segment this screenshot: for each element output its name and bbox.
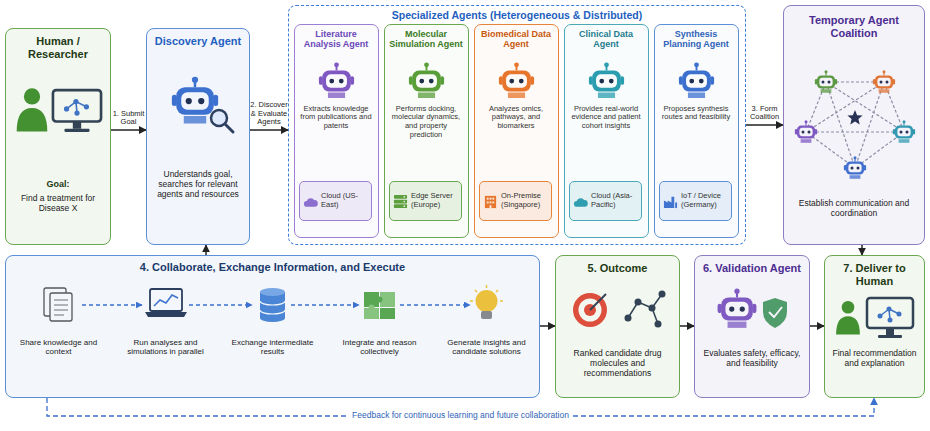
flow-arrow [810, 325, 824, 327]
agent-title: Clinical Data Agent [568, 29, 645, 50]
location-label: Cloud (Asia-Pacific) [591, 192, 638, 210]
agent-card: Molecular Simulation AgentPerforms docki… [384, 24, 469, 238]
flow-arrow [746, 124, 783, 126]
agent-title: Synthesis Planning Agent [658, 29, 735, 50]
goal-text: Find a treatment for Disease X [11, 193, 105, 213]
step-label: Integrate and reason collectively [332, 338, 428, 356]
location-badge: Edge Server (Europe) [389, 181, 462, 221]
step-label: Generate insights and candidate solution… [439, 338, 535, 356]
agent-description: Proposes synthesis routes and feasibilit… [659, 105, 734, 123]
box-description: Ranked candidate drug molecules and reco… [561, 348, 674, 378]
feedback-label: Feedback for continuous learning and fut… [348, 411, 573, 421]
agent-title: Literature Analysis Agent [298, 29, 375, 50]
agent-card: Literature Analysis AgentExtracts knowle… [294, 24, 379, 238]
box-title: Human / Researcher [11, 35, 105, 61]
process-box: 4. Collaborate, Exchange Information, an… [5, 255, 540, 398]
location-label: On-Premise (Singapore) [501, 192, 548, 210]
delivery-box: 7. Deliver to HumanFinal recommendation … [824, 255, 925, 398]
flow-arrow [861, 245, 863, 255]
flow-arrow [250, 129, 288, 131]
actor-box: Human / ResearcherGoal: Find a treatment … [5, 28, 111, 245]
step-label: Exchange intermediate results [225, 338, 321, 356]
coalition-box: Temporary Agent CoalitionEstablish commu… [783, 5, 925, 245]
agent-card: Clinical Data AgentProvides real-world e… [564, 24, 649, 238]
edge-label: 1. Submit Goal [111, 110, 146, 127]
agent-title: Biomedical Data Agent [478, 29, 555, 50]
box-description: Establish communication and coordination [789, 198, 919, 218]
location-badge: IoT / Device (Germany) [659, 181, 732, 221]
outcome-box: 5. OutcomeRanked candidate drug molecule… [555, 255, 680, 398]
edge-label: 2. Discover & Evaluate Agents [250, 101, 288, 127]
location-badge: Cloud (Asia-Pacific) [569, 181, 642, 221]
agent-card: Biomedical Data AgentAnalyzes omics, pat… [474, 24, 559, 238]
box-title: 5. Outcome [561, 262, 674, 275]
box-description: Final recommendation and explanation [830, 348, 919, 368]
flow-arrow [205, 245, 207, 255]
flow-arrow [540, 325, 555, 327]
agent-title: Molecular Simulation Agent [388, 29, 465, 50]
group-title: Specialized Agents (Heterogeneous & Dist… [294, 9, 740, 21]
edge-label: 3. Form Coalition [746, 105, 783, 122]
box-title: Discovery Agent [152, 35, 244, 48]
flow-arrow [111, 129, 146, 131]
agent-box: Discovery AgentUnderstands goal, searche… [146, 28, 250, 245]
agent-group: Specialized Agents (Heterogeneous & Dist… [288, 5, 746, 245]
goal-heading: Goal: [11, 179, 105, 190]
step-label: Share knowledge and context [11, 338, 107, 356]
box-description: Understands goal, searches for relevant … [152, 169, 244, 199]
location-label: IoT / Device (Germany) [681, 192, 728, 210]
flow-arrow [680, 325, 694, 327]
agent-description: Extracts knowledge from publications and… [299, 105, 374, 132]
agent-description: Performs docking, molecular dynamics, an… [389, 105, 464, 140]
step-label: Run analyses and simulations in parallel [118, 338, 214, 356]
agent-card: Synthesis Planning AgentProposes synthes… [654, 24, 739, 238]
location-badge: Cloud (US-East) [299, 181, 372, 221]
agent-description: Provides real-world evidence and patient… [569, 105, 644, 132]
location-label: Cloud (US-East) [321, 192, 368, 210]
validation-box: 6. Validation AgentEvaluates safety, eff… [694, 255, 810, 398]
box-title: 4. Collaborate, Exchange Information, an… [11, 261, 534, 274]
agent-description: Analyzes omics, pathways, and biomarkers [479, 105, 554, 132]
box-title: 7. Deliver to Human [830, 262, 919, 288]
box-title: Temporary Agent Coalition [789, 14, 919, 40]
location-badge: On-Premise (Singapore) [479, 181, 552, 221]
location-label: Edge Server (Europe) [411, 192, 458, 210]
box-description: Evaluates safety, efficacy, and feasibil… [700, 348, 804, 368]
box-title: 6. Validation Agent [700, 262, 804, 275]
